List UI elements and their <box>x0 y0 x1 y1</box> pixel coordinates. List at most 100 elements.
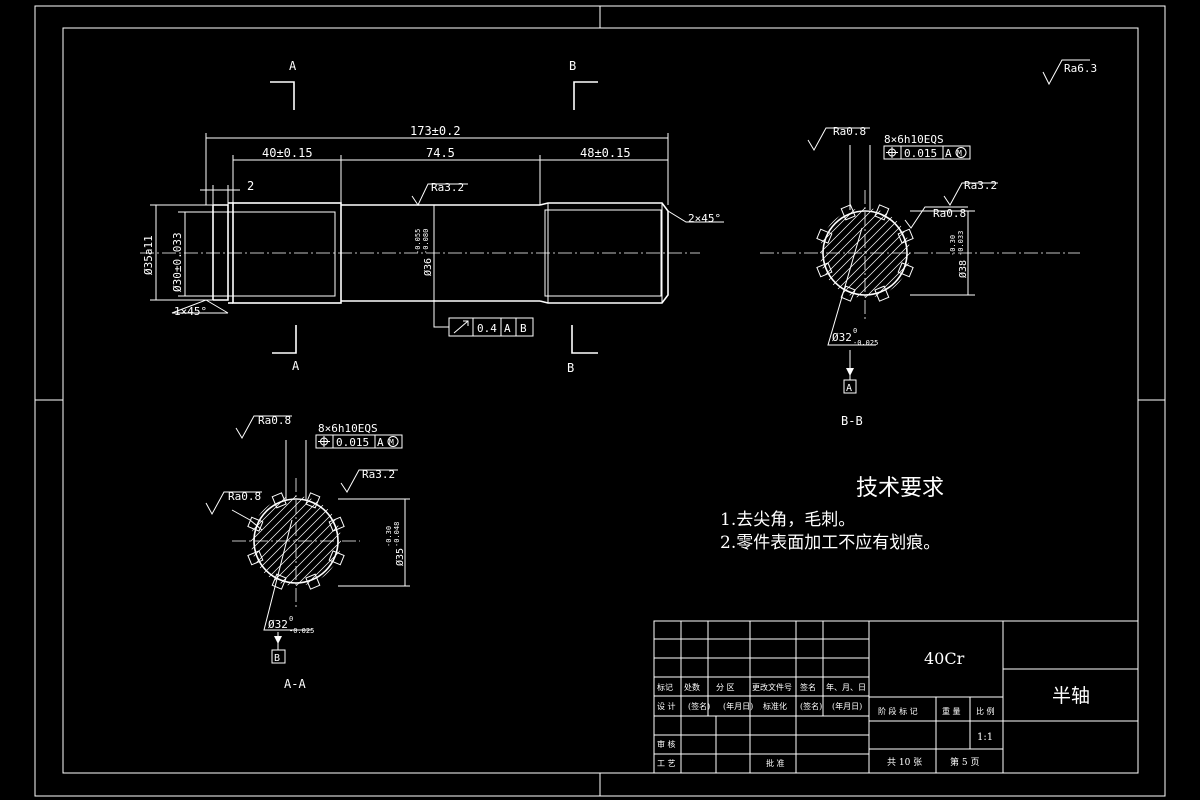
section-mark-a-top: A <box>270 59 297 110</box>
rev-header: 标记 <box>657 682 673 692</box>
runout-icon <box>453 320 469 334</box>
aa-position-tol: 0.015 <box>336 436 369 449</box>
hatch-line <box>820 208 848 298</box>
bb-roughness-right: Ra3.2 <box>964 179 997 192</box>
spline-tooth <box>247 550 264 566</box>
spline-tooth <box>897 228 914 244</box>
section-aa-spline-teeth <box>247 492 345 590</box>
spline-tooth <box>271 492 287 509</box>
dim-left-length-text: 40±0.15 <box>262 146 313 160</box>
spline-tooth <box>840 204 856 221</box>
runout-datum-2: B <box>520 322 527 335</box>
dim-extensions <box>205 133 669 205</box>
roughness-global-text: Ra6.3 <box>1064 62 1097 75</box>
design-date: (年月日) <box>723 701 753 711</box>
dim-dia-mid-text: Ø36 <box>422 258 434 276</box>
process-label: 工 艺 <box>657 759 676 768</box>
bb-dia-outer: Ø38 <box>957 260 969 278</box>
hatch-line <box>882 208 910 298</box>
spline-tooth <box>874 285 890 302</box>
outer-border <box>34 5 1166 797</box>
section-bb-label: B-B <box>841 414 863 428</box>
spline-tooth <box>328 516 345 532</box>
dim-left-length: 40±0.15 <box>233 146 341 161</box>
bb-dia-inner-tol-top: 0 <box>853 327 857 335</box>
rev-header: 处数 <box>684 682 700 692</box>
hatch-line <box>820 208 857 298</box>
section-aa-label: A-A <box>284 677 306 691</box>
hatch-line <box>251 496 315 586</box>
hatch-line <box>855 208 910 298</box>
bb-spline-spec: 8×6h10EQS <box>884 133 944 146</box>
aa-dia-inner-tol-bot: -0.025 <box>289 627 314 635</box>
hatch-line <box>277 496 341 586</box>
dim-dia-left: Ø35a11 <box>142 204 213 301</box>
runout-tolerance-frame: 0.4 A B <box>433 301 534 337</box>
material: 40Cr <box>924 649 965 668</box>
section-mark-b-bottom-text: B <box>567 361 574 375</box>
revision-grid <box>654 621 869 773</box>
hatch-line <box>837 208 910 298</box>
aa-position-frame: 0.015 A M <box>315 434 403 449</box>
spline-tooth <box>328 550 345 566</box>
tech-requirement-item: 2.零件表面加工不应有划痕。 <box>720 533 940 553</box>
dim-overall-text: 173±0.2 <box>410 124 461 138</box>
spline-tooth <box>305 492 321 509</box>
aa-spline-spec: 8×6h10EQS <box>318 422 378 435</box>
tech-requirement-item: 1.去尖角，毛刺。 <box>720 510 855 530</box>
section-mark-a-top-text: A <box>289 59 297 73</box>
sheets-total: 共 10 张 <box>887 757 922 768</box>
aa-roughness-left: Ra0.8 <box>228 490 261 503</box>
aa-dia-outer: Ø35 <box>394 548 406 566</box>
hatch-line <box>251 496 324 586</box>
hatch-line <box>846 208 910 298</box>
bb-position-tol: 0.015 <box>904 147 937 160</box>
aa-datum-tag: B <box>274 653 280 664</box>
dim-mid-length: 74.5 <box>341 146 540 161</box>
roughness-mid-text: Ra3.2 <box>431 181 464 194</box>
design-sign: (签名) <box>688 701 710 711</box>
std-sign: (签名) <box>800 701 822 711</box>
aa-dia-outer-tol-bot: -0.048 <box>393 522 401 547</box>
spline-tooth <box>305 573 321 590</box>
dim-right-length-text: 48±0.15 <box>580 146 631 160</box>
roughness-mid: Ra3.2 <box>411 181 468 207</box>
review-label: 审 核 <box>657 739 676 749</box>
section-mark-a-bottom-text: A <box>292 359 300 373</box>
dim-dia-mid-tol-top: -0.055 <box>414 229 422 254</box>
dim-dia-left-text: Ø35a11 <box>142 235 155 275</box>
section-bb-spline-teeth <box>816 204 914 302</box>
rev-header: 分 区 <box>716 683 735 692</box>
hatch-line <box>286 496 341 586</box>
tech-requirements-title: 技术要求 <box>856 476 944 501</box>
spline-tooth <box>874 204 890 221</box>
hatch-line <box>295 496 341 586</box>
shaft-left-spline <box>232 211 336 297</box>
hatch-line <box>251 496 288 586</box>
chamfer-right-text: 2×45° <box>688 212 721 225</box>
section-mark-b-top-text: B <box>569 59 576 73</box>
std-label: 标准化 <box>763 701 787 711</box>
bb-modifier: M <box>957 149 962 158</box>
hatch-line <box>820 208 893 298</box>
tech-requirements: 技术要求 1.去尖角，毛刺。 2.零件表面加工不应有划痕。 <box>720 476 944 553</box>
dim-dia-mid: Ø36 -0.055 -0.080 <box>414 205 435 301</box>
hatch-line <box>251 496 341 586</box>
aa-dia-outer-tol-top: -0.30 <box>385 526 393 547</box>
shaft-right-section <box>539 202 669 304</box>
dim-step: 2 <box>200 179 254 193</box>
stage-header: 比 例 <box>976 706 995 716</box>
runout-datum-1: A <box>504 322 511 335</box>
aa-dia-inner-tol-top: 0 <box>289 615 293 623</box>
spline-tooth <box>897 262 914 278</box>
section-mark-a-bottom: A <box>272 325 300 373</box>
aa-dia-inner: Ø32 <box>268 618 288 631</box>
aa-datum-ref: A <box>377 436 384 449</box>
spline-tooth <box>271 573 287 590</box>
section-mark-b-bottom: B <box>567 325 598 375</box>
aa-modifier: M <box>389 438 394 447</box>
rev-header: 更改文件号 <box>752 682 792 692</box>
std-date: (年月日) <box>832 701 862 711</box>
bb-dia-outer-tol-top: -0.30 <box>949 235 957 256</box>
roughness-global: Ra6.3 <box>1042 59 1097 86</box>
